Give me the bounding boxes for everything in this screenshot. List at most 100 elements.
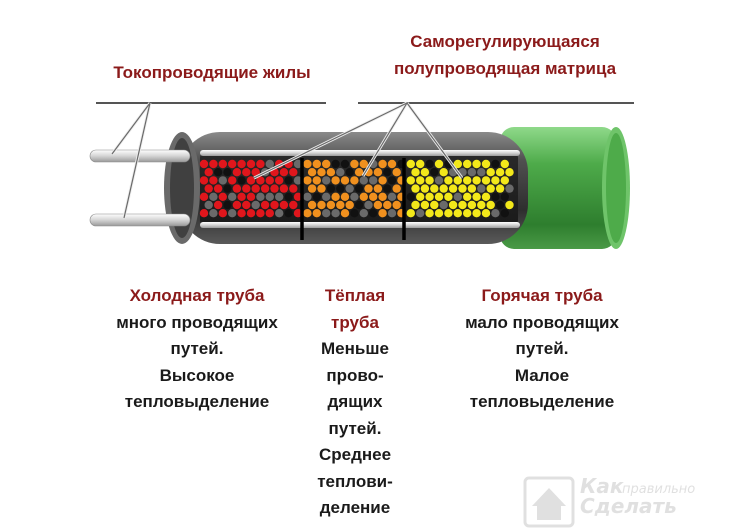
warm-matrix-dot (303, 209, 312, 218)
hot-matrix-dot (430, 168, 439, 177)
cold-matrix-dot (204, 184, 213, 193)
cold-matrix-dot (265, 209, 274, 218)
hot-matrix-dot (416, 209, 425, 218)
warm-matrix-dot (369, 176, 378, 185)
hot-matrix-dot (425, 176, 434, 185)
hot-matrix-dot (420, 200, 430, 210)
warm-matrix-dot (345, 200, 354, 210)
cold-matrix-dot (251, 200, 260, 210)
warm-matrix-dot (322, 159, 331, 169)
watermark-word2: правильно (622, 482, 696, 497)
hot-matrix-dot (448, 184, 458, 193)
cold-matrix-dot (251, 184, 260, 193)
hot-matrix-dot (406, 192, 415, 201)
warm-matrix-dot (373, 184, 383, 193)
watermark-house-logo (523, 476, 575, 528)
cold-matrix-dot (228, 209, 237, 218)
hot-matrix-dot (472, 209, 481, 218)
cold-matrix-dot (218, 192, 227, 201)
cold-matrix-dot (284, 192, 293, 201)
hot-zone-line: тепловыделение (469, 392, 615, 411)
warm-matrix-dot (373, 200, 383, 210)
warm-zone-line: теплови- (317, 471, 393, 491)
hot-matrix-dot (491, 209, 500, 218)
warm-matrix-dot (387, 159, 397, 169)
hot-matrix-dot (467, 184, 477, 193)
matrix-label-line1: Саморегулирующаяся (410, 32, 600, 51)
cold-matrix-dot (223, 168, 232, 177)
hot-matrix-dot (463, 209, 472, 218)
cold-matrix-dot (242, 200, 251, 210)
warm-matrix-dot (345, 184, 354, 193)
hot-matrix-dot (495, 200, 505, 210)
cold-matrix-dot (232, 168, 242, 177)
hot-matrix-dot (472, 176, 481, 185)
hot-matrix-dot (453, 209, 462, 218)
warm-matrix-dot (340, 209, 350, 218)
cold-matrix-dot (265, 159, 274, 169)
cold-zone-description: Холодная труба много проводящих путей. В… (92, 283, 302, 416)
hot-matrix-dot (434, 159, 444, 169)
warm-matrix-dot (326, 200, 336, 210)
hot-matrix-dot (434, 176, 444, 185)
hot-matrix-dot (425, 192, 434, 201)
hot-matrix-dot (491, 159, 500, 169)
watermark: Как правильно Сделать (520, 470, 730, 530)
cold-zone-line: Высокое (159, 365, 235, 385)
warm-matrix-dot (378, 209, 387, 218)
cold-matrix-dot (218, 209, 227, 218)
hot-zone-line: мало проводящих (465, 312, 619, 332)
warm-zone-line: деление (319, 498, 391, 517)
cold-matrix-dot (213, 168, 223, 177)
watermark-word1: Как (580, 474, 624, 498)
warm-matrix-dot (317, 184, 326, 193)
hot-matrix-dot (434, 209, 444, 218)
warm-matrix-dot (312, 176, 321, 185)
cold-matrix-dot (260, 184, 270, 193)
outer-jacket (500, 127, 630, 249)
cold-matrix-dot (213, 184, 223, 193)
hot-matrix-dot (500, 192, 509, 201)
warm-zone-description: Тёплая труба Меньше прово- дящих путей. … (296, 283, 414, 522)
cold-matrix-dot (289, 168, 298, 177)
cold-matrix-dot (228, 159, 237, 169)
hot-matrix-dot (491, 176, 500, 185)
warm-matrix-dot (312, 209, 321, 218)
matrix-dots (199, 159, 514, 218)
cold-matrix-dot (232, 200, 242, 210)
hot-matrix-dot (453, 159, 462, 169)
matrix-label-line2: полупроводящая матрица (393, 59, 617, 78)
hot-matrix-dot (453, 176, 462, 185)
hot-matrix-dot (430, 200, 439, 210)
cold-matrix-dot (199, 159, 209, 169)
cold-matrix-dot (251, 168, 260, 177)
warm-matrix-dot (350, 176, 359, 185)
hot-matrix-dot (477, 200, 486, 210)
cold-matrix-dot (199, 209, 209, 218)
matrix-pointers-outline (253, 102, 463, 179)
cold-matrix-dot (256, 176, 265, 185)
hot-matrix-dot (439, 184, 448, 193)
cold-matrix-dot (237, 192, 246, 201)
hot-zone-description: Горячая труба мало проводящих путей. Мал… (436, 283, 648, 416)
hot-matrix-dot (406, 209, 415, 218)
hot-matrix-dot (486, 200, 495, 210)
hot-zone-line: Малое (514, 365, 570, 385)
hot-matrix-dot (477, 184, 486, 193)
warm-matrix-dot (387, 176, 397, 185)
hot-matrix-dot (458, 200, 467, 210)
warm-matrix-dot (307, 200, 317, 210)
warm-matrix-dot (322, 192, 331, 201)
hot-matrix-dot (500, 209, 509, 218)
cold-matrix-dot (242, 184, 251, 193)
cold-matrix-dot (218, 159, 227, 169)
hot-matrix-dot (444, 192, 453, 201)
warm-matrix-dot (317, 168, 326, 177)
cold-matrix-dot (289, 200, 298, 210)
cold-matrix-dot (275, 209, 284, 218)
hot-matrix-dot (406, 159, 415, 169)
warm-matrix-dot (378, 176, 387, 185)
warm-matrix-dot (340, 159, 350, 169)
warm-matrix-dot (350, 192, 359, 201)
warm-matrix-dot (336, 168, 345, 177)
